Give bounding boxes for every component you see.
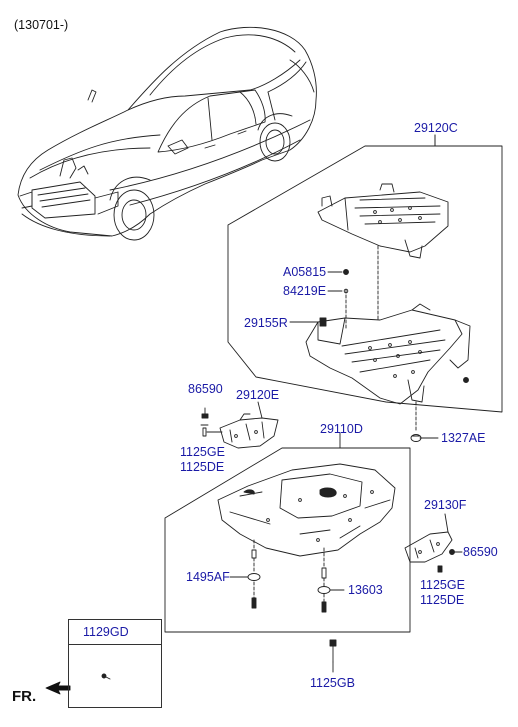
part-lower-cover-plate xyxy=(305,303,471,405)
part-29130f xyxy=(404,513,463,573)
part-label-1125ge-left[interactable]: 1125GE xyxy=(180,445,225,459)
fasteners-upper xyxy=(319,269,469,442)
part-label-86590-right[interactable]: 86590 xyxy=(463,545,498,559)
bolt-1125gb xyxy=(329,639,337,673)
date-code: (130701-) xyxy=(14,18,69,32)
leader-dashed-lower xyxy=(253,539,325,603)
legend-part-1129gd[interactable]: 1129GD xyxy=(83,625,129,639)
legend-box-body xyxy=(68,644,162,708)
front-arrow-icon xyxy=(45,681,71,695)
part-label-1125de-right[interactable]: 1125DE xyxy=(420,593,465,607)
legend-box-header xyxy=(68,619,162,645)
part-label-29120e[interactable]: 29120E xyxy=(236,388,280,402)
fasteners-lower xyxy=(229,549,345,613)
part-label-29155r[interactable]: 29155R xyxy=(244,316,288,330)
part-label-1125gb[interactable]: 1125GB xyxy=(310,676,355,690)
part-label-29130f[interactable]: 29130F xyxy=(424,498,467,512)
part-29120e xyxy=(200,401,279,449)
group-box-29110d xyxy=(164,432,411,633)
leader-lines-upper xyxy=(289,134,439,439)
leader-dashed-upper xyxy=(345,245,417,431)
screw-1129gd xyxy=(101,673,111,680)
part-label-1125de-left[interactable]: 1125DE xyxy=(180,460,225,474)
group-box-29120c xyxy=(227,134,503,413)
front-label: FR. xyxy=(12,688,37,705)
part-label-a05815[interactable]: A05815 xyxy=(283,265,327,279)
part-29120c xyxy=(317,183,449,259)
part-label-1495af[interactable]: 1495AF xyxy=(186,570,230,584)
part-label-29120c[interactable]: 29120C xyxy=(414,121,458,135)
part-29110d xyxy=(217,463,396,557)
part-label-13603[interactable]: 13603 xyxy=(348,583,383,597)
part-label-86590-left[interactable]: 86590 xyxy=(188,382,223,396)
car-illustration xyxy=(17,26,317,241)
part-label-29110d[interactable]: 29110D xyxy=(320,422,363,436)
part-label-1125ge-right[interactable]: 1125GE xyxy=(420,578,465,592)
part-label-1327ae[interactable]: 1327AE xyxy=(441,431,486,445)
part-label-84219e[interactable]: 84219E xyxy=(283,284,327,298)
